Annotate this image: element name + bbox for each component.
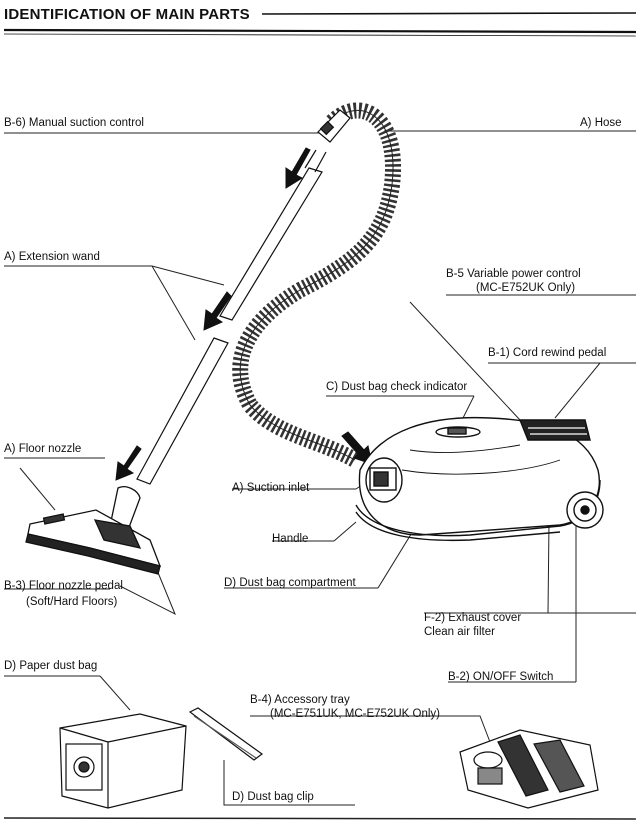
variable-power-note: (MC-E752UK Only) [476, 282, 576, 294]
hose [232, 102, 402, 468]
dust-bag-clip [188, 707, 264, 761]
hose-handle [317, 109, 351, 143]
exhaust-cover-label: F-2) Exhaust cover [424, 612, 522, 624]
floor-nozzle-pedal-note: (Soft/Hard Floors) [26, 596, 118, 608]
clean-air-filter-label: Clean air filter [424, 626, 495, 638]
manual-suction-label: B-6) Manual suction control [4, 117, 144, 129]
cord-rewind-label: B-1) Cord rewind pedal [488, 347, 607, 359]
assembly-arrows [115, 147, 373, 481]
accessory-tray-note: (MC-E751UK, MC-E752UK Only) [270, 708, 440, 720]
paper-dust-bag [59, 713, 187, 809]
extension-wand [136, 149, 327, 485]
floor-nozzle-label: A) Floor nozzle [4, 443, 82, 455]
dust-bag-clip-label: D) Dust bag clip [232, 791, 314, 803]
variable-power-label: B-5 Variable power control [446, 268, 581, 280]
dust-bag-compartment-label: D) Dust bag compartment [224, 577, 356, 589]
handle-label: Handle [272, 533, 309, 545]
accessory-tray [459, 729, 599, 809]
floor-nozzle [25, 486, 162, 575]
dust-bag-check-label: C) Dust bag check indicator [326, 381, 468, 393]
floor-nozzle-pedal-label: B-3) Floor nozzle pedal [4, 580, 123, 592]
hose-label: A) Hose [580, 117, 622, 129]
suction-inlet-label: A) Suction inlet [232, 482, 310, 494]
paper-dust-bag-label: D) Paper dust bag [4, 660, 98, 672]
header-rule [3, 12, 637, 37]
accessory-tray-label: B-4) Accessory tray [250, 694, 350, 706]
extension-wand-label: A) Extension wand [4, 251, 100, 263]
cleaner-body [355, 416, 604, 542]
page-title: IDENTIFICATION OF MAIN PARTS [4, 6, 250, 23]
on-off-switch-label: B-2) ON/OFF Switch [448, 671, 554, 683]
